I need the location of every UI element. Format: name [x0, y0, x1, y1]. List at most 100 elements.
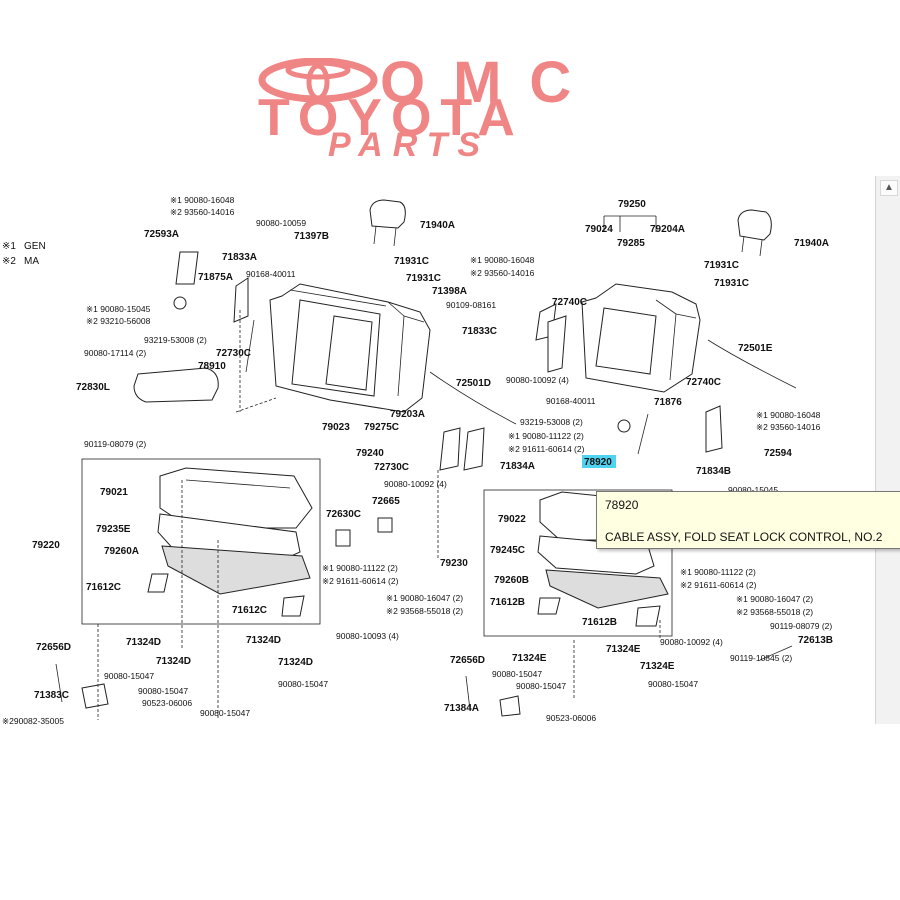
- part-label-72730C-a[interactable]: 72730C: [216, 348, 251, 359]
- part-label-71384A[interactable]: 71384A: [444, 703, 479, 714]
- part-label-90080-15045-a[interactable]: ※1 90080-15045: [86, 304, 151, 314]
- vertical-scrollbar[interactable]: ▲: [875, 176, 900, 724]
- part-label-90080-15045-b[interactable]: 90080-15045: [728, 485, 778, 495]
- part-label-78920-selected[interactable]: 78920: [584, 457, 612, 468]
- part-label-71875A[interactable]: 71875A: [198, 272, 233, 283]
- part-label-79235E[interactable]: 79235E: [96, 524, 131, 535]
- part-label-71612C-b[interactable]: 71612C: [232, 605, 267, 616]
- part-label-72630C[interactable]: 72630C: [326, 509, 361, 520]
- part-label-72613B[interactable]: 72613B: [798, 635, 833, 646]
- part-label-79275C[interactable]: 79275C: [364, 422, 399, 433]
- part-label-90523-06006-b[interactable]: 90523-06006: [546, 713, 596, 723]
- part-label-90080-15047-a[interactable]: 90080-15047: [104, 671, 154, 681]
- part-label-91611-60614-c[interactable]: ※2 91611-60614 (2): [680, 580, 757, 590]
- part-label-93560-14016-c[interactable]: ※2 93560-14016: [756, 422, 821, 432]
- part-label-71931C-b[interactable]: 71931C: [406, 273, 441, 284]
- part-label-90168-40011-b[interactable]: 90168-40011: [546, 396, 596, 406]
- part-label-90080-16048-a[interactable]: ※1 90080-16048: [170, 195, 235, 205]
- part-label-71931C-d[interactable]: 71931C: [714, 278, 749, 289]
- part-label-90080-11122-a[interactable]: ※1 90080-11122 (2): [508, 431, 584, 441]
- part-label-71383C[interactable]: 71383C: [34, 690, 69, 701]
- part-label-72501E[interactable]: 72501E: [738, 343, 773, 354]
- part-label-90082-35005[interactable]: ※290082-35005: [2, 716, 64, 726]
- part-label-71324D-c[interactable]: 71324D: [156, 656, 191, 667]
- part-label-91611-60614-a[interactable]: ※2 91611-60614 (2): [508, 444, 585, 454]
- part-label-79220[interactable]: 79220: [32, 540, 60, 551]
- part-label-90080-15047-c[interactable]: 90080-15047: [278, 679, 328, 689]
- part-label-79285[interactable]: 79285: [617, 238, 645, 249]
- part-label-71324E-c[interactable]: 71324E: [640, 661, 675, 672]
- part-label-71834A[interactable]: 71834A: [500, 461, 535, 472]
- part-label-90080-10092-c[interactable]: 90080-10092 (4): [660, 637, 723, 647]
- part-label-90080-15047-b[interactable]: 90080-15047: [138, 686, 188, 696]
- part-label-79021[interactable]: 79021: [100, 487, 128, 498]
- part-label-90080-10092-a[interactable]: 90080-10092 (4): [506, 375, 569, 385]
- part-label-79260B[interactable]: 79260B: [494, 575, 529, 586]
- part-label-72730C-b[interactable]: 72730C: [374, 462, 409, 473]
- part-label-71834B[interactable]: 71834B: [696, 466, 731, 477]
- part-label-71397B[interactable]: 71397B: [294, 231, 329, 242]
- part-label-90080-11122-b[interactable]: ※1 90080-11122 (2): [322, 563, 398, 573]
- part-label-79230[interactable]: 79230: [440, 558, 468, 569]
- part-label-90080-16048-b[interactable]: ※1 90080-16048: [470, 255, 535, 265]
- part-label-93219-53008-b[interactable]: 93219-53008 (2): [520, 417, 583, 427]
- part-label-71612C-a[interactable]: 71612C: [86, 582, 121, 593]
- part-label-93560-14016-b[interactable]: ※2 93560-14016: [470, 268, 535, 278]
- part-label-72656D-b[interactable]: 72656D: [450, 655, 485, 666]
- part-label-71940A-left[interactable]: 71940A: [420, 220, 455, 231]
- part-label-71612B-b[interactable]: 71612B: [582, 617, 617, 628]
- part-label-90080-10092-b[interactable]: 90080-10092 (4): [384, 479, 447, 489]
- part-label-90080-11122-c[interactable]: ※1 90080-11122 (2): [680, 567, 756, 577]
- part-label-72594[interactable]: 72594: [764, 448, 792, 459]
- part-label-72593A[interactable]: 72593A: [144, 229, 179, 240]
- part-label-79022[interactable]: 79022: [498, 514, 526, 525]
- part-label-90119-08079-a[interactable]: 90119-08079 (2): [84, 439, 146, 449]
- part-label-71940A-right[interactable]: 71940A: [794, 238, 829, 249]
- part-label-72740C-a[interactable]: 72740C: [552, 297, 587, 308]
- part-label-71324D-a[interactable]: 71324D: [126, 637, 161, 648]
- part-label-90119-08079-b[interactable]: 90119-08079 (2): [770, 621, 832, 631]
- part-label-93219-53008-a[interactable]: 93219-53008 (2): [144, 335, 207, 345]
- part-label-90080-15047-g[interactable]: 90080-15047: [648, 679, 698, 689]
- part-label-90080-17114[interactable]: 90080-17114 (2): [84, 348, 146, 358]
- part-label-79250[interactable]: 79250: [618, 199, 646, 210]
- part-label-71876[interactable]: 71876: [654, 397, 682, 408]
- part-label-90080-15047-f[interactable]: 90080-15047: [516, 681, 566, 691]
- part-label-90080-15047-e[interactable]: 90080-15047: [492, 669, 542, 679]
- part-label-93568-55018-a[interactable]: ※2 93568-55018 (2): [386, 606, 463, 616]
- part-label-78910[interactable]: 78910: [198, 361, 226, 372]
- part-label-79260A[interactable]: 79260A: [104, 546, 139, 557]
- part-label-79023[interactable]: 79023: [322, 422, 350, 433]
- part-label-90168-40011-a[interactable]: 90168-40011: [246, 269, 296, 279]
- part-label-79024[interactable]: 79024: [585, 224, 613, 235]
- part-label-71324E-a[interactable]: 71324E: [512, 653, 547, 664]
- part-label-90523-06006-a[interactable]: 90523-06006: [142, 698, 192, 708]
- part-label-71931C-c[interactable]: 71931C: [704, 260, 739, 271]
- part-label-90080-15047-d[interactable]: 90080-15047: [200, 708, 250, 718]
- part-label-79245C[interactable]: 79245C: [490, 545, 525, 556]
- part-label-71612B-a[interactable]: 71612B: [490, 597, 525, 608]
- part-label-93568-55018-b[interactable]: ※2 93568-55018 (2): [736, 607, 813, 617]
- part-label-91611-60614-b[interactable]: ※2 91611-60614 (2): [322, 576, 399, 586]
- part-label-93210-56008[interactable]: ※2 93210-56008: [86, 316, 151, 326]
- part-label-71324D-d[interactable]: 71324D: [278, 657, 313, 668]
- part-label-79204A[interactable]: 79204A: [650, 224, 685, 235]
- part-label-71833C[interactable]: 71833C: [462, 326, 497, 337]
- part-label-90109-08161[interactable]: 90109-08161: [446, 300, 496, 310]
- part-label-72830L[interactable]: 72830L: [76, 382, 110, 393]
- part-label-93560-14016-a[interactable]: ※2 93560-14016: [170, 207, 235, 217]
- part-label-71931C-a[interactable]: 71931C: [394, 256, 429, 267]
- part-label-71398A[interactable]: 71398A: [432, 286, 467, 297]
- part-label-90119-10845[interactable]: 90119-10845 (2): [730, 653, 792, 663]
- part-label-72665[interactable]: 72665: [372, 496, 400, 507]
- part-label-72501D[interactable]: 72501D: [456, 378, 491, 389]
- part-label-71324D-b[interactable]: 71324D: [246, 635, 281, 646]
- part-label-71324E-b[interactable]: 71324E: [606, 644, 641, 655]
- part-label-72740C-b[interactable]: 72740C: [686, 377, 721, 388]
- part-label-72656D-a[interactable]: 72656D: [36, 642, 71, 653]
- part-label-90080-16047-a[interactable]: ※1 90080-16047 (2): [386, 593, 463, 603]
- part-label-79240[interactable]: 79240: [356, 448, 384, 459]
- parts-diagram-viewer[interactable]: ※1 GEN ※2 MA: [0, 174, 900, 726]
- part-label-79203A[interactable]: 79203A: [390, 409, 425, 420]
- part-label-90080-16048-c[interactable]: ※1 90080-16048: [756, 410, 821, 420]
